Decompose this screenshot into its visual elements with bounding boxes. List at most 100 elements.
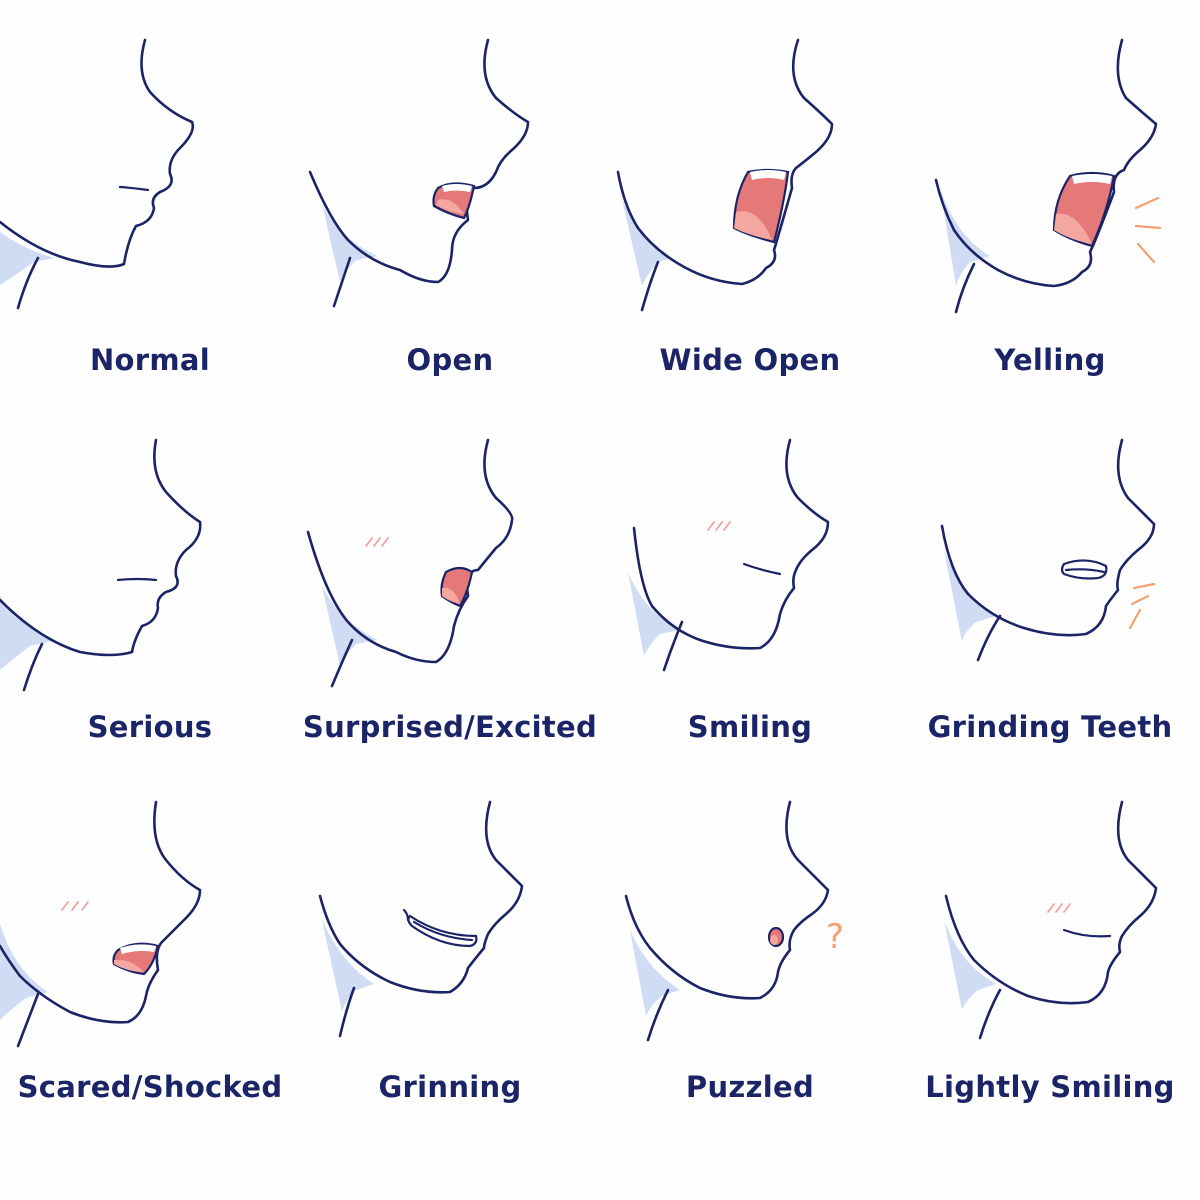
tension-line-2 (1130, 594, 1150, 606)
neck-outline (646, 988, 670, 1042)
neck-outline (16, 992, 40, 1048)
face-outline (940, 438, 1156, 637)
face-outline (624, 800, 830, 1000)
neck-shadow (944, 920, 996, 1010)
expression-label: Scared/Shocked (17, 1070, 283, 1104)
mouth (116, 577, 158, 582)
blush-mark-2 (373, 537, 381, 547)
cheek-crease (402, 908, 410, 922)
face-outline (0, 800, 202, 1024)
question-mark-icon: ? (826, 917, 844, 957)
mouth-tongue (770, 935, 778, 945)
face-outline (318, 800, 524, 994)
expression-label: Grinding Teeth (927, 710, 1173, 744)
expression-cell-open: Open (300, 0, 600, 400)
mouth-tongue (436, 199, 464, 214)
mouth-tongue (734, 211, 772, 240)
tension-line-1 (1132, 582, 1156, 590)
face-profile-scared-icon (0, 800, 202, 1048)
neck-outline (954, 262, 976, 314)
neck-shadow (0, 232, 55, 285)
face-profile-surprised-icon (306, 438, 514, 688)
face-profile-grinding-icon (940, 438, 1156, 662)
blush-mark-2 (715, 521, 723, 531)
expression-label: Smiling (687, 710, 813, 744)
face-outline (0, 438, 202, 657)
blush-mark-1 (365, 537, 373, 547)
blush-mark-2 (1055, 903, 1063, 913)
mouth-tongue (442, 587, 460, 604)
neck-shadow (628, 572, 680, 656)
expression-cell-puzzled: ? Puzzled (600, 800, 900, 1200)
face-profile-open-icon (308, 38, 530, 308)
expression-label: Wide Open (659, 343, 841, 377)
face-profile-lightly-smiling-icon (944, 800, 1158, 1040)
blush-mark-3 (81, 901, 89, 911)
neck-shadow (940, 188, 990, 286)
blush-mark-3 (723, 521, 731, 531)
neck-outline (16, 256, 40, 310)
mouth (742, 562, 782, 576)
blush-mark-1 (707, 521, 715, 531)
expression-cell-serious: Serious (0, 400, 300, 800)
mouth (118, 185, 150, 192)
neck-shadow (0, 924, 48, 1020)
expression-cell-lightly-smiling: Lightly Smiling (900, 800, 1200, 1200)
expression-cell-scared: Scared/Shocked (0, 800, 300, 1200)
expression-label: Lightly Smiling (925, 1070, 1175, 1104)
neck-outline (22, 642, 44, 692)
expression-cell-smiling: Smiling (600, 400, 900, 800)
blush-mark-1 (1047, 903, 1055, 913)
mouth-inner (432, 182, 476, 220)
expression-label: Open (406, 343, 494, 377)
face-profile-serious-icon (0, 438, 202, 692)
shout-line-3 (1136, 242, 1156, 264)
teeth-line (1064, 568, 1106, 574)
mouth-tongue (1054, 213, 1092, 244)
face-outline (944, 800, 1158, 1005)
face-profile-smiling-icon (628, 438, 830, 672)
mouth-teeth (442, 184, 472, 192)
shout-line-2 (1134, 224, 1162, 230)
face-profile-puzzled-icon: ? (624, 800, 844, 1042)
mouth-teeth (1072, 174, 1112, 184)
neck-outline (330, 638, 354, 688)
expression-label: Surprised/Excited (302, 710, 598, 744)
face-profile-yelling-icon (934, 38, 1162, 314)
neck-outline (976, 614, 1002, 662)
face-outline (934, 38, 1158, 288)
mouth-tongue (114, 959, 144, 972)
tension-line-3 (1128, 608, 1142, 630)
expression-cell-grinning: Grinning (300, 800, 600, 1200)
expression-label: Grinning (378, 1070, 522, 1104)
expression-cell-yelling: Yelling (900, 0, 1200, 400)
mouth-teeth (750, 170, 786, 180)
expression-label: Puzzled (685, 1070, 815, 1104)
shout-line-1 (1134, 196, 1160, 210)
mouth-teeth (120, 944, 156, 954)
face-outline (0, 38, 195, 268)
face-profile-wide-open-icon (616, 38, 834, 312)
expression-cell-normal: Normal (0, 0, 300, 400)
neck-outline (338, 986, 356, 1038)
expression-cell-surprised: Surprised/Excited (300, 400, 600, 800)
mouth (1062, 928, 1112, 938)
blush-mark-2 (71, 901, 79, 911)
neck-outline (978, 988, 1002, 1040)
neck-outline (332, 256, 352, 308)
face-outline (616, 38, 834, 286)
neck-outline (640, 260, 660, 312)
expression-label: Yelling (994, 343, 1106, 377)
blush-mark-1 (61, 901, 69, 911)
neck-shadow (630, 930, 680, 1016)
blush-mark-3 (1063, 903, 1071, 913)
expression-cell-grinding-teeth: Grinding Teeth (900, 400, 1200, 800)
expression-label: Normal (89, 343, 211, 377)
face-profile-normal-icon (0, 38, 195, 310)
neck-outline (662, 620, 684, 672)
face-outline (306, 438, 514, 664)
face-profile-grinning-icon (318, 800, 524, 1038)
teeth-line (412, 920, 474, 942)
mouth-teeth (407, 914, 478, 948)
